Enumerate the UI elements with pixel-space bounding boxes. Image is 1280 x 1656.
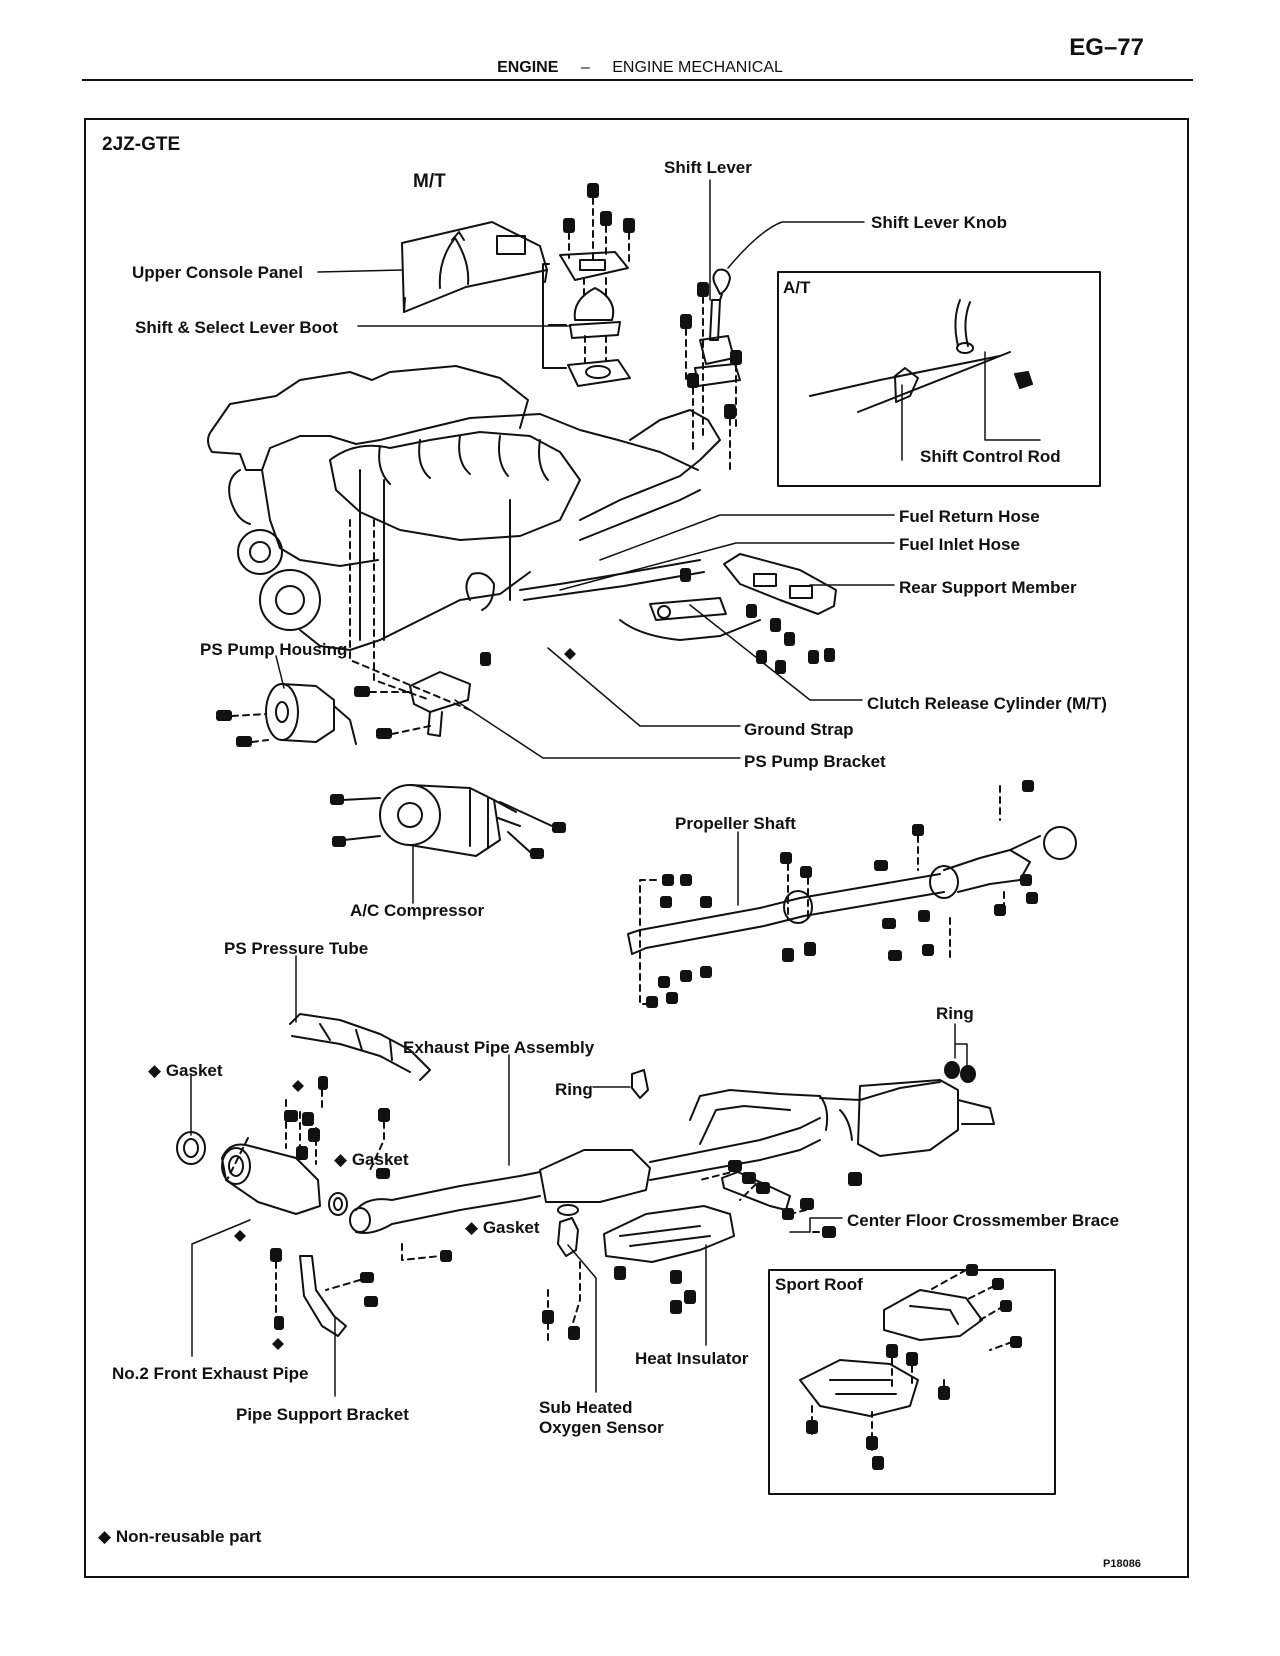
- fuel-inlet-hose-label: Fuel Inlet Hose: [899, 535, 1020, 554]
- ps-pressure-tube-part: [289, 1013, 431, 1081]
- diagram-frame: [84, 118, 1189, 1578]
- gasket-center-text: Gasket: [482, 1218, 540, 1237]
- oxygen-sensor-nuts: [542, 1310, 580, 1340]
- running-header: ENGINE – ENGINE MECHANICAL: [0, 59, 1280, 77]
- exhaust-pipe-assembly-label: Exhaust Pipe Assembly: [403, 1038, 595, 1057]
- ring-right-label: Ring: [936, 1004, 974, 1023]
- heat-insulator-nuts: [614, 1266, 696, 1314]
- upper-console-panel-part: [401, 221, 548, 313]
- legend: ◆ Non-reusable part: [98, 1527, 261, 1547]
- rear-support-bolts: [680, 568, 835, 674]
- ps-pump-housing-part: [265, 683, 357, 745]
- ring-hangers: [631, 1061, 976, 1099]
- shift-select-lever-boot-label: Shift & Select Lever Boot: [135, 318, 339, 337]
- propeller-shaft-label: Propeller Shaft: [675, 814, 796, 833]
- drawing-number: P18086: [1103, 1558, 1141, 1570]
- ps-pressure-tube-label: PS Pressure Tube: [224, 939, 369, 958]
- header-separator: –: [580, 59, 590, 76]
- header-rule: [82, 79, 1193, 81]
- ac-compressor-label: A/C Compressor: [350, 901, 485, 920]
- ring-center-label: Ring: [555, 1080, 593, 1099]
- gasket-center-label: ◆ Gasket: [465, 1218, 540, 1238]
- ps-pump-bolts: [216, 652, 491, 747]
- subsection-title: ENGINE MECHANICAL: [612, 59, 783, 76]
- gasket-mid-label: ◆ Gasket: [334, 1150, 409, 1170]
- propeller-shaft-part: [627, 826, 1077, 955]
- shift-lever-label: Shift Lever: [664, 158, 752, 177]
- rear-support-member-part: [723, 553, 837, 615]
- sub-heated-oxygen-sensor-line2: Oxygen Sensor: [539, 1418, 664, 1437]
- upper-fastener-bolts: [563, 183, 742, 419]
- gasket-left-text: Gasket: [165, 1061, 223, 1080]
- at-shift-control-rod-part: [809, 299, 1033, 413]
- sub-heated-oxygen-sensor-line1: Sub Heated: [539, 1398, 633, 1417]
- sub-heated-oxygen-sensor-label: Sub Heated Oxygen Sensor: [539, 1398, 664, 1438]
- legend-symbol: ◆: [98, 1527, 112, 1546]
- propeller-shaft-nuts: [646, 780, 1038, 1008]
- exhaust-bolts: [270, 1076, 862, 1330]
- non-reusable-symbol: ◆: [148, 1061, 162, 1080]
- engine-code-label: 2JZ-GTE: [102, 134, 181, 155]
- section-title: ENGINE: [497, 59, 559, 76]
- shift-lever-knob-label: Shift Lever Knob: [871, 213, 1008, 232]
- exhaust-fastener-lines: [227, 1089, 831, 1321]
- ac-compressor-nuts: [330, 794, 566, 859]
- ps-pump-bracket-label: PS Pump Bracket: [744, 752, 886, 771]
- mt-label: M/T: [413, 171, 446, 192]
- sport-roof-nuts: [806, 1264, 1022, 1470]
- heat-insulator-label: Heat Insulator: [635, 1349, 749, 1368]
- non-reusable-symbol: ◆: [334, 1150, 348, 1169]
- shift-lever-part: [694, 268, 741, 387]
- sport-roof-brace-part: [799, 1289, 983, 1417]
- exhaust-pipe-assembly-part: [221, 1079, 995, 1234]
- non-reusable-diamonds: [234, 648, 576, 1350]
- heat-insulator-part: [603, 1205, 735, 1263]
- center-floor-crossmember-brace-label: Center Floor Crossmember Brace: [847, 1211, 1120, 1230]
- no2-front-exhaust-pipe-label: No.2 Front Exhaust Pipe: [112, 1364, 309, 1383]
- fuel-hoses-part: [519, 559, 761, 641]
- ground-strap-label: Ground Strap: [744, 720, 854, 739]
- clutch-release-cylinder-label: Clutch Release Cylinder (M/T): [867, 694, 1107, 713]
- gasket-mid-text: Gasket: [351, 1150, 409, 1169]
- ps-pump-bracket-part: [409, 671, 471, 737]
- leader-lines: [190, 179, 1041, 1397]
- engine-block-part: [207, 365, 721, 651]
- legend-text: Non-reusable part: [115, 1527, 262, 1546]
- shift-boot-stack-part: [542, 251, 631, 387]
- ac-compressor-part: [379, 784, 521, 857]
- fuel-return-hose-label: Fuel Return Hose: [899, 507, 1040, 526]
- upper-fastener-lines: [568, 197, 737, 471]
- sport-roof-inset-box: [768, 1269, 1056, 1495]
- at-label: A/T: [783, 278, 811, 297]
- propeller-shaft-fastener-lines: [639, 785, 1005, 1005]
- sport-roof-fastener-lines: [811, 1269, 1013, 1451]
- center-floor-crossmember-brace-part: [721, 1171, 791, 1211]
- sport-roof-label: Sport Roof: [775, 1275, 863, 1294]
- gasket-left-label: ◆ Gasket: [148, 1061, 223, 1081]
- gasket-ring-part: [176, 1131, 348, 1216]
- ac-compressor-bolts: [341, 797, 553, 853]
- ps-pump-housing-label: PS Pump Housing: [200, 640, 348, 659]
- non-reusable-symbol: ◆: [465, 1218, 479, 1237]
- rear-support-member-label: Rear Support Member: [899, 578, 1077, 597]
- at-inset-box: [777, 271, 1101, 487]
- upper-console-panel-label: Upper Console Panel: [132, 263, 303, 282]
- pipe-support-bracket-part: [299, 1255, 347, 1337]
- shift-control-rod-label: Shift Control Rod: [920, 447, 1061, 466]
- page-number: EG–77: [1069, 34, 1144, 61]
- pipe-support-bracket-label: Pipe Support Bracket: [236, 1405, 409, 1424]
- ps-pump-bolt-lines: [231, 691, 431, 743]
- engine-mount-fasteners: [349, 519, 471, 711]
